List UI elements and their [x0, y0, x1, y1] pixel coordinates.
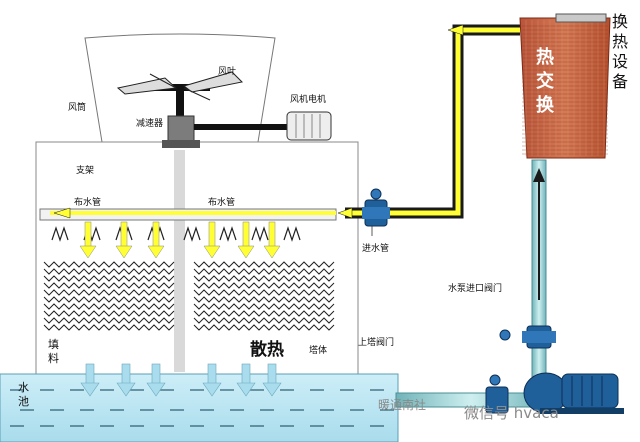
label-fan-motor: 风机电机 [290, 95, 327, 105]
heat-exchanger-fins [522, 20, 608, 156]
label-fan-duct: 风筒 [68, 103, 87, 113]
label-heat-exchange: 热 交 换 [536, 47, 554, 116]
label-water-pool: 水 池 [18, 381, 29, 408]
hot-water-pipe [345, 24, 520, 219]
watermark-right: 微信号 hvaca [464, 404, 559, 422]
tower-valve [499, 325, 556, 349]
label-pump-inlet-valve: 水泵进口阀门 [448, 284, 503, 294]
spray-heads [51, 221, 301, 259]
label-distribution-pipe-right: 布水管 [208, 198, 236, 208]
reducer [167, 115, 195, 143]
water-pool [0, 373, 399, 442]
fill-media [43, 261, 335, 331]
falling-water-arrows [80, 363, 282, 397]
watermark-left: 暖通南社 [378, 398, 427, 412]
drive-shaft [194, 124, 288, 130]
label-heat-exchange-equipment: 换 热 设 备 [612, 12, 629, 91]
label-filler: 填 料 [48, 338, 59, 365]
inlet-valve [362, 188, 390, 227]
exchanger-header [555, 13, 607, 23]
reducer-base [162, 140, 200, 148]
label-heat-dissipation: 散热 [250, 340, 284, 360]
label-fan-blade: 风叶 [218, 67, 237, 77]
pool-water-lines [10, 389, 394, 427]
tower-body [35, 141, 359, 375]
label-distribution-pipe-left: 布水管 [74, 198, 102, 208]
pump-inlet-valve [485, 374, 509, 414]
fan-hub-bar [150, 84, 210, 91]
label-reducer: 减速器 [136, 119, 164, 129]
fan-shaft [176, 88, 184, 122]
water-pump [523, 372, 624, 414]
label-tower-body: 塔体 [309, 346, 328, 356]
label-tower-valve: 上塔阀门 [358, 338, 395, 348]
label-inlet-pipe: 进水管 [362, 244, 390, 254]
heat-exchanger [519, 17, 611, 159]
air-column [174, 150, 185, 372]
label-support: 支架 [76, 166, 95, 176]
fan-motor [286, 111, 332, 141]
